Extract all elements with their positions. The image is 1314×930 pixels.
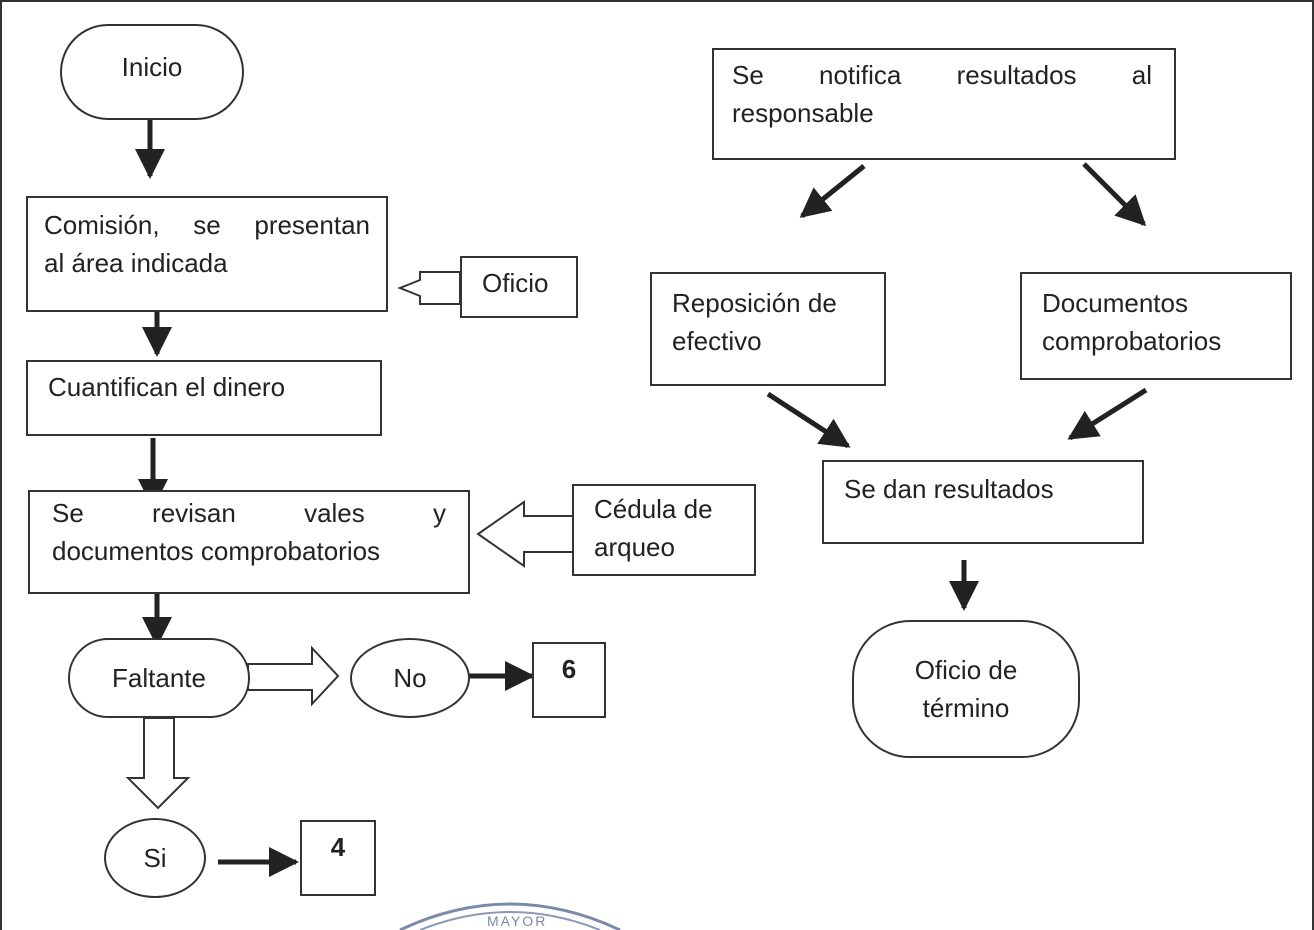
node-resultados-label: Se dan resultados xyxy=(844,474,1054,504)
node-box-4: 4 xyxy=(300,820,376,896)
node-documentos-line1: Documentos xyxy=(1042,288,1188,318)
node-oficio-termino-line1: Oficio de xyxy=(914,655,1018,685)
node-comision-line2: al área indicada xyxy=(44,248,228,278)
node-oficio: Oficio xyxy=(460,256,578,318)
node-faltante-label: Faltante xyxy=(112,663,206,693)
node-notifica: Se notifica resultados al responsable xyxy=(712,48,1176,160)
node-notifica-line2: responsable xyxy=(732,98,874,128)
arrow-documentos-to-resultados xyxy=(1067,387,1148,441)
node-faltante: Faltante xyxy=(68,638,250,718)
hollow-arrow-oficio-to-comision xyxy=(397,271,461,305)
node-notifica-line1: Se notifica resultados al xyxy=(732,60,1152,90)
node-resultados: Se dan resultados xyxy=(822,460,1144,544)
node-cuantifican: Cuantifican el dinero xyxy=(26,360,382,436)
node-box-6: 6 xyxy=(532,642,606,718)
node-si: Si xyxy=(104,818,206,898)
node-oficio-termino-line2: término xyxy=(922,693,1010,723)
node-comision: Comisión, se presentan al área indicada xyxy=(26,196,388,312)
seal-stamp: MAYOR xyxy=(399,902,621,930)
node-revisan-line2: documentos comprobatorios xyxy=(52,536,381,566)
node-inicio: Inicio xyxy=(60,24,244,120)
node-si-label: Si xyxy=(143,843,167,873)
node-cedula-line2: arqueo xyxy=(594,532,675,562)
node-revisan-line1: Se revisan vales y xyxy=(52,498,446,528)
node-box-4-label: 4 xyxy=(330,832,346,862)
seal-text: MAYOR xyxy=(487,913,547,929)
node-reposicion-line1: Reposición de xyxy=(672,288,837,318)
node-documentos-line2: comprobatorios xyxy=(1042,326,1222,356)
node-documentos: Documentos comprobatorios xyxy=(1020,272,1292,380)
node-cedula: Cédula de arqueo xyxy=(572,484,756,576)
node-revisan: Se revisan vales y documentos comprobato… xyxy=(28,490,470,594)
hollow-arrow-cedula-to-revisan xyxy=(476,500,575,568)
node-cuantifican-label: Cuantifican el dinero xyxy=(48,372,286,402)
node-oficio-label: Oficio xyxy=(482,268,549,298)
node-comision-line1: Comisión, se presentan xyxy=(44,210,370,240)
node-reposicion-line2: efectivo xyxy=(672,326,762,356)
node-inicio-label: Inicio xyxy=(121,52,183,82)
node-reposicion: Reposición de efectivo xyxy=(650,272,886,386)
node-no: No xyxy=(350,638,470,718)
node-oficio-termino: Oficio de término xyxy=(852,620,1080,758)
arrow-reposicion-to-resultados xyxy=(766,391,851,449)
arrow-notifica-to-reposicion xyxy=(799,164,866,218)
arrow-notifica-to-documentos xyxy=(1082,162,1147,227)
node-box-6-label: 6 xyxy=(561,654,577,684)
node-cedula-line1: Cédula de xyxy=(594,494,713,524)
hollow-arrow-faltante-to-no xyxy=(247,645,340,707)
hollow-arrow-faltante-to-si xyxy=(125,717,191,810)
node-no-label: No xyxy=(393,663,427,693)
